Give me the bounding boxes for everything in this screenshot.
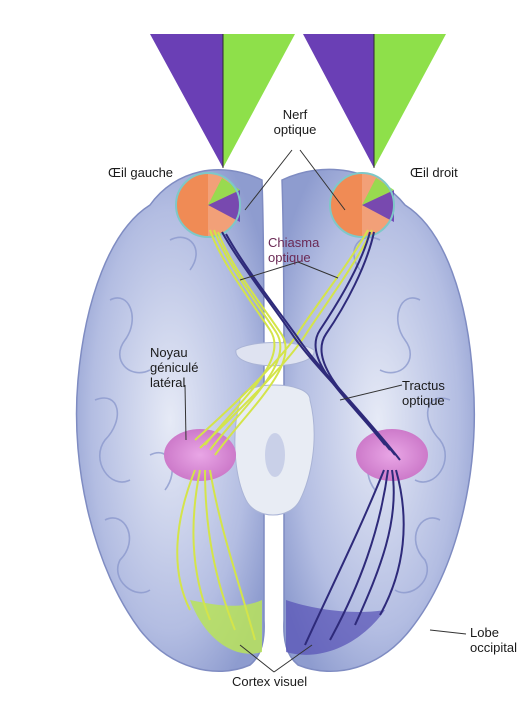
- right-eye-field-purple: [303, 34, 374, 168]
- right-eye: [330, 173, 394, 237]
- right-eye-field-green: [374, 34, 446, 168]
- label-lateral-geniculate-nucleus: Noyau géniculé latéral: [150, 345, 198, 390]
- visual-field-cones: [150, 34, 446, 168]
- left-eye: [176, 173, 240, 237]
- label-optic-tract: Tractus optique: [402, 378, 445, 408]
- label-left-eye: Œil gauche: [108, 165, 173, 180]
- label-optic-nerve: Nerf optique: [270, 107, 320, 137]
- left-eye-field-green: [223, 34, 295, 168]
- label-visual-cortex: Cortex visuel: [232, 674, 307, 689]
- label-optic-chiasm: Chiasma optique: [268, 235, 319, 265]
- left-eye-field-purple: [150, 34, 223, 168]
- label-occipital-lobe: Lobe occipital: [470, 625, 526, 655]
- label-right-eye: Œil droit: [410, 165, 458, 180]
